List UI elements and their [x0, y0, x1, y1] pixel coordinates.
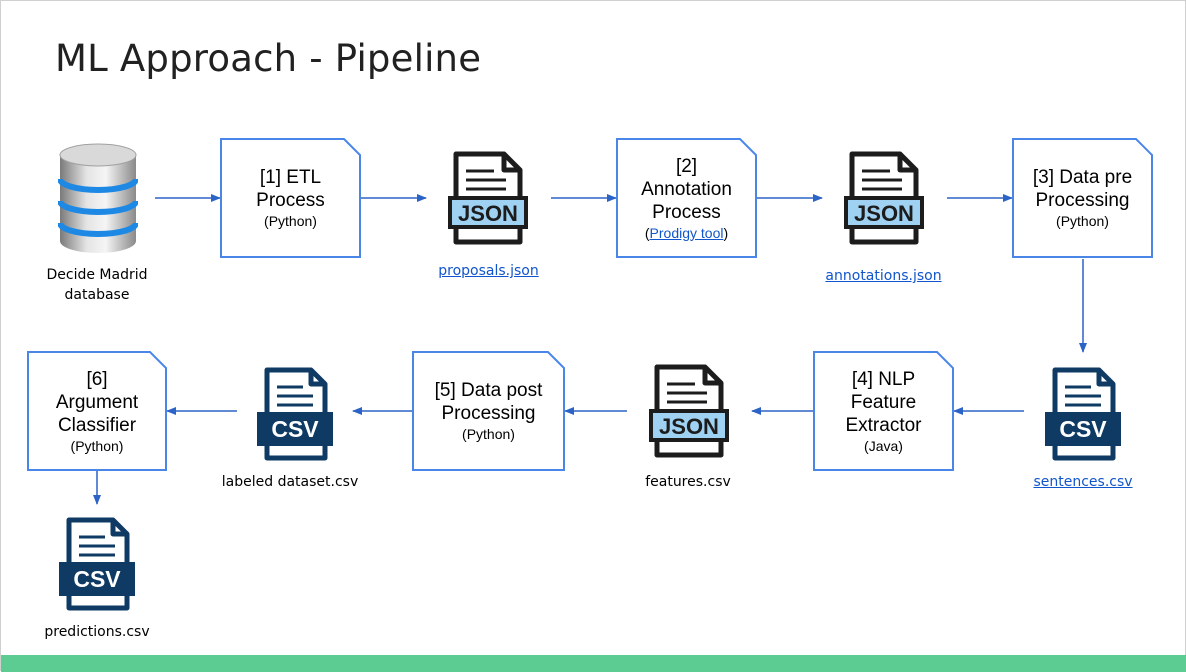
preprocessing-line2: Processing	[1035, 190, 1130, 211]
preprocessing-label: [3] Data pre Processing (Python)	[1012, 138, 1153, 258]
etl-process-box: [1] ETL Process (Python)	[220, 138, 361, 258]
sentences-csv-link[interactable]: sentences.csv	[1033, 474, 1133, 490]
csv-badge: CSV	[1059, 416, 1107, 442]
nlp-line3: Extractor	[845, 414, 922, 436]
labeled-dataset-caption: labeled dataset.csv	[221, 474, 359, 490]
postprocessing-label: [5] Data post Processing (Python)	[412, 351, 565, 471]
annotation-process-box: [2] Annotation Process (Prodigy tool)	[616, 138, 757, 258]
annotation-sub-open: (	[644, 224, 650, 241]
json-badge: JSON	[854, 201, 914, 226]
nlp-sub: (Java)	[864, 437, 903, 454]
classifier-line1: [6]	[86, 368, 108, 390]
csv-badge: CSV	[271, 416, 319, 442]
classifier-sub: (Python)	[70, 437, 124, 454]
predictions-caption: predictions.csv	[44, 624, 150, 640]
process-box-shape	[813, 351, 954, 471]
database-caption-line2: database	[64, 287, 130, 303]
preprocessing-line1: [3] Data pre	[1032, 167, 1133, 188]
database-caption-line1: Decide Madrid	[46, 267, 148, 283]
csv-badge: CSV	[73, 566, 121, 592]
database-icon	[58, 143, 138, 253]
process-box-shape	[220, 138, 361, 258]
annotation-sub-close: )	[723, 224, 729, 241]
json-badge: JSON	[659, 414, 719, 439]
etl-line1: [1] ETL	[259, 167, 322, 188]
process-box-shape	[1012, 138, 1153, 258]
etl-sub: (Python)	[264, 213, 317, 229]
classifier-line3: Classifier	[57, 414, 137, 436]
bottom-accent-bar	[1, 655, 1186, 672]
json-badge: JSON	[458, 201, 518, 226]
postprocessing-box: [5] Data post Processing (Python)	[412, 351, 565, 471]
csv-file-icon: CSV	[1045, 367, 1121, 461]
postprocessing-line1: [5] Data post	[434, 380, 543, 401]
postprocessing-line2: Processing	[441, 403, 536, 424]
process-box-shape	[616, 138, 757, 258]
annotation-line3: Process	[652, 201, 721, 223]
prodigy-tool-link[interactable]: Prodigy tool	[649, 224, 724, 241]
json-file-icon: JSON	[649, 364, 729, 458]
classifier-line2: Argument	[55, 391, 139, 413]
nlp-extractor-box: [4] NLP Feature Extractor (Java)	[813, 351, 954, 471]
process-box-shape	[412, 351, 565, 471]
json-file-icon: JSON	[448, 151, 528, 245]
postprocessing-sub: (Python)	[462, 426, 515, 442]
classifier-box: [6] Argument Classifier (Python)	[27, 351, 167, 471]
proposals-json-link[interactable]: proposals.json	[438, 263, 539, 279]
csv-file-icon: CSV	[59, 517, 135, 611]
nlp-line1: [4] NLP	[851, 368, 916, 390]
etl-process-label: [1] ETL Process (Python)	[220, 138, 361, 258]
annotation-process-label: [2] Annotation Process (Prodigy tool)	[616, 138, 757, 258]
etl-line2: Process	[256, 190, 325, 211]
features-csv-caption: features.csv	[645, 474, 731, 490]
annotation-sub: (Prodigy tool)	[645, 224, 728, 242]
database-caption: Decide Madrid database	[27, 265, 167, 305]
page-title: ML Approach - Pipeline	[55, 37, 482, 80]
csv-file-icon: CSV	[257, 367, 333, 461]
preprocessing-sub: (Python)	[1056, 213, 1109, 229]
json-file-icon: JSON	[844, 151, 924, 245]
classifier-label: [6] Argument Classifier (Python)	[27, 351, 167, 471]
process-box-shape	[27, 351, 167, 471]
annotations-json-link[interactable]: annotations.json	[825, 268, 942, 284]
nlp-extractor-label: [4] NLP Feature Extractor (Java)	[813, 351, 954, 471]
nlp-line2: Feature	[850, 391, 917, 413]
preprocessing-box: [3] Data pre Processing (Python)	[1012, 138, 1153, 258]
annotation-line2: Annotation	[641, 178, 732, 200]
annotation-line1: [2]	[675, 155, 698, 177]
